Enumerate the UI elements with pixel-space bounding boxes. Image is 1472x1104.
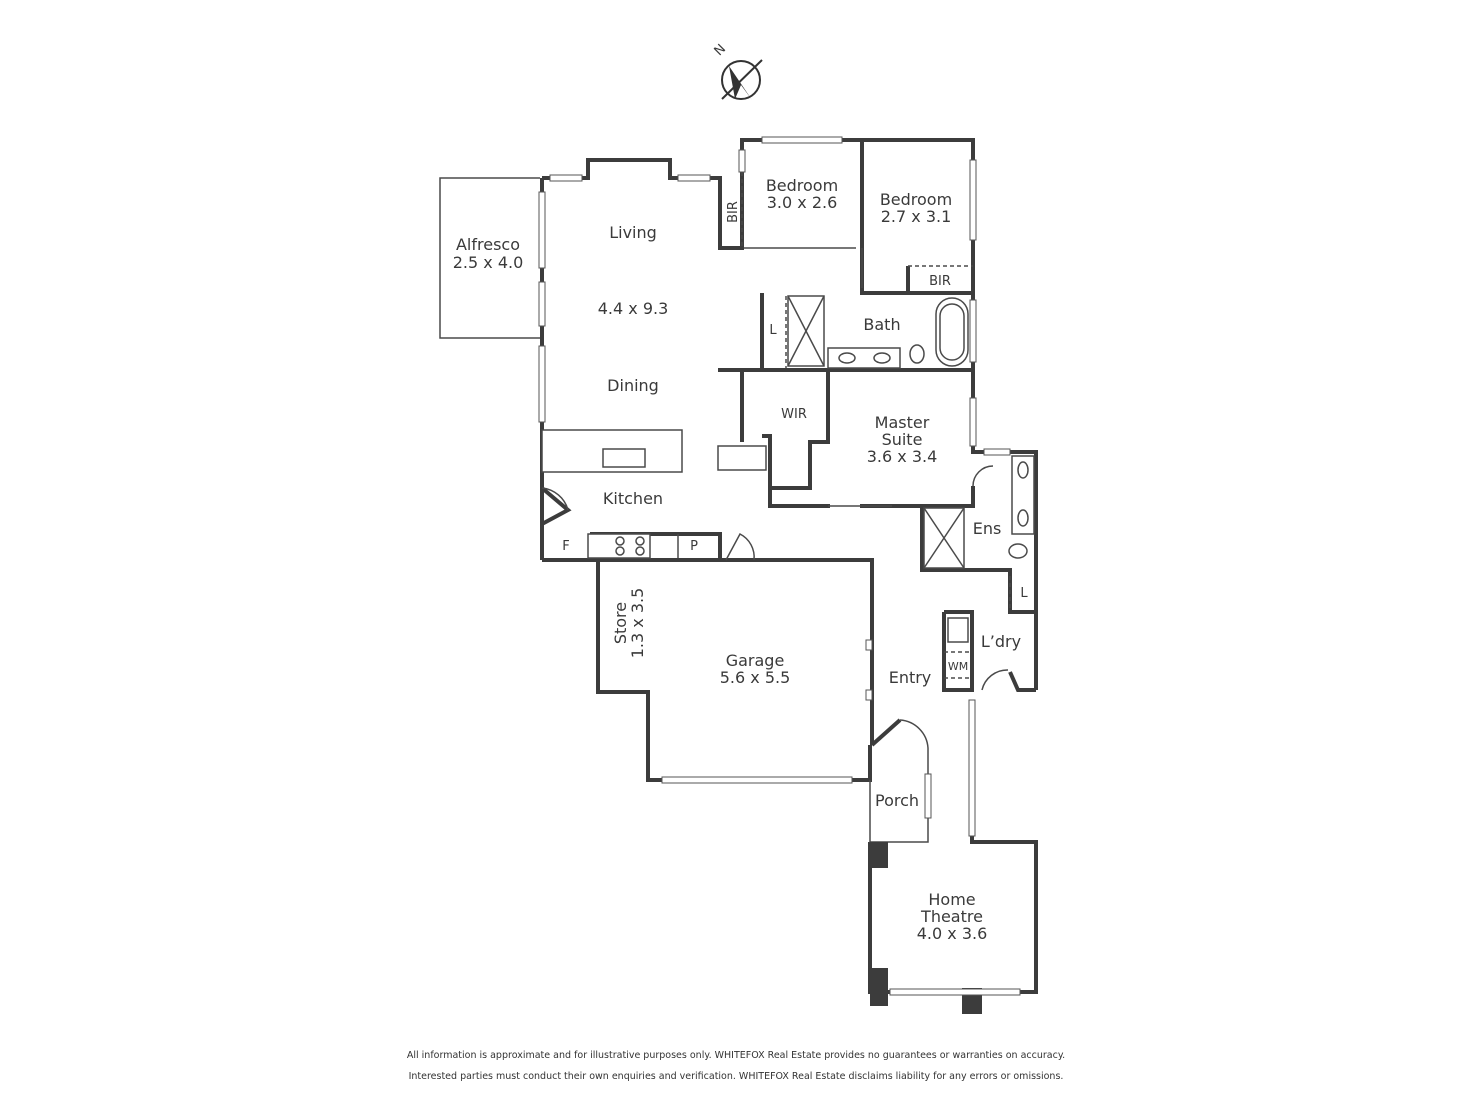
theatre-name1: Home [928,890,975,909]
disclaimer-line-2: Interested parties must conduct their ow… [408,1071,1064,1082]
ensuite-toilet-icon [1008,543,1028,559]
kitchen-name: Kitchen [603,489,663,508]
alfresco-outline [439,177,540,339]
laundry-wall [1008,671,1036,692]
bedroom2-size: 2.7 x 3.1 [881,207,952,226]
bedroom2-name: Bedroom [880,190,952,209]
entry-door-leaf [870,718,902,747]
entry-name: Entry [889,668,932,687]
theatre-name2: Theatre [920,907,983,926]
doors [541,248,1009,749]
wir-inner-wall [762,434,772,506]
theatre-column [870,842,888,868]
living-name: Living [609,223,657,242]
garage-north-east-wall [598,558,874,745]
kitchen-door-wall [540,486,572,526]
laundry-cabinet [942,610,974,692]
porch-name: Porch [875,791,919,810]
bir2-label: BIR [929,274,951,289]
garage-name: Garage [726,651,785,670]
master-south-wall [860,486,975,508]
kitchen-sink-icon [602,448,646,468]
store-size: 1.3 x 3.5 [628,588,647,659]
wir-label: WIR [781,407,807,422]
bath-linen-label: L [769,323,777,338]
compass-label: N [712,42,729,59]
alfresco-size: 2.5 x 4.0 [453,253,524,272]
disclaimer-line-1: All information is approximate and for i… [406,1050,1066,1061]
dining-name: Dining [607,376,659,395]
north-arrow-icon: N [712,42,763,100]
ensuite-name: Ens [973,519,1002,538]
bir1-label: BIR [726,201,741,223]
theatre-column [870,968,888,1006]
bedroom1-size: 3.0 x 2.6 [767,193,838,212]
pantry-label: P [690,539,698,554]
store-name: Store [611,602,630,644]
fridge-label: F [562,539,569,554]
living-size: 4.4 x 9.3 [598,299,669,318]
robe-doors [741,172,1011,610]
bath-name: Bath [863,315,900,334]
linen2-label: L [1020,586,1028,601]
ensuite-vanity-icon [1011,455,1035,535]
cooktop-burners [615,536,645,556]
laundry-name: L’dry [981,632,1021,651]
ensuite-walls [920,506,1036,614]
alfresco-name: Alfresco [456,235,520,254]
master-name2: Suite [882,430,923,449]
hall-cupboard [717,445,767,471]
laundry-trough-icon [947,617,969,643]
cooktop-icon [587,533,651,559]
toilet-icon [909,344,925,364]
theatre-walls [868,700,1038,994]
garage-size: 5.6 x 5.5 [720,668,791,687]
master-name1: Master [875,413,930,432]
garage-west-wall [596,560,872,782]
washing-machine-label: WM [948,660,968,673]
windows [538,136,1021,996]
bedroom1-name: Bedroom [766,176,838,195]
master-size: 3.6 x 3.4 [867,447,938,466]
theatre-size: 4.0 x 3.6 [917,924,988,943]
wir-walls [768,370,830,508]
